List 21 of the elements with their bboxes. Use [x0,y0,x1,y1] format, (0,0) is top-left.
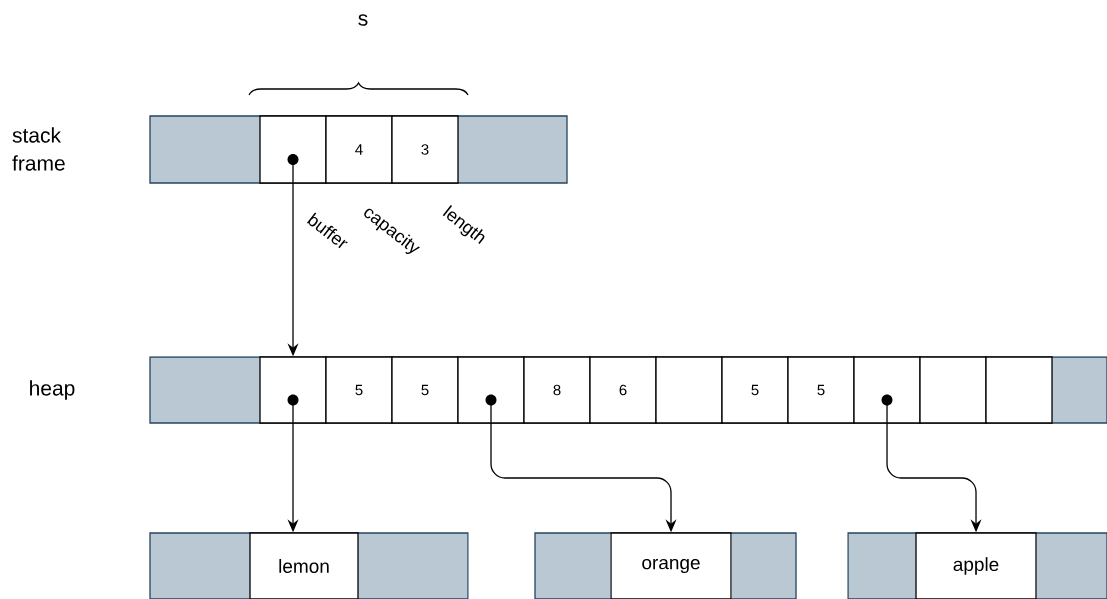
memory-cell [853,356,921,424]
value-cell: 6 [589,356,657,424]
row-label: stack frame [12,127,65,171]
value-cell: 4 [325,115,393,184]
value-cell: 5 [325,356,393,424]
memory-cell [655,356,723,424]
memory-cell [457,356,525,424]
value-cell: 5 [391,356,459,424]
value-cell: lemon [249,532,359,599]
value-cell: 8 [523,356,591,424]
memory-cell [259,356,327,424]
value-cell: 5 [787,356,855,424]
value-cell: apple [915,532,1037,599]
row-label: heap [30,380,75,400]
value-cell: orange [610,532,732,599]
memory-cell [985,356,1053,424]
value-cell: 3 [391,115,459,184]
memory-cell [259,115,327,184]
field-name: s [358,14,368,26]
memory-cell [919,356,987,424]
value-cell: 5 [721,356,789,424]
